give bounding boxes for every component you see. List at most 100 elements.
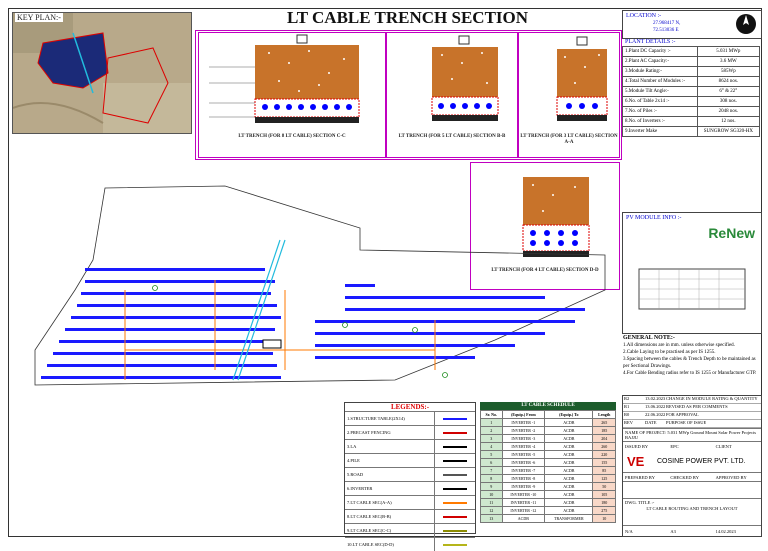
schedule-cell: 6: [480, 458, 503, 467]
section-a-a: LT TRENCH (FOR 3 LT CABLE) SECTION A-A: [518, 32, 620, 158]
schedule-cell: 275: [592, 506, 616, 515]
schedule-cell: INVERTER -12: [501, 506, 546, 515]
schedule-cell: ACDB: [544, 450, 594, 459]
legend-symbol: [434, 538, 475, 551]
plant-detail-key: 2.Plant AC Capacity:-: [622, 56, 698, 67]
schedule-cell: 10: [480, 490, 503, 499]
project-name: NAME OF PROJECT: 5.031 MWp Ground Mount …: [623, 428, 761, 441]
legend-symbol: [434, 482, 475, 495]
schedule-cell: 13: [480, 514, 503, 523]
cable-schedule: LT CABLE SCHEDULE Sr. No.(Equip.) From(E…: [480, 402, 616, 523]
plant-detail-value: 8624 nos.: [696, 76, 761, 87]
schedule-cell: INVERTER -3: [501, 434, 546, 443]
legend-symbol: [434, 426, 475, 439]
section-a-a-drawing: [556, 36, 608, 121]
site-layout-plan: [34, 185, 606, 386]
legend-row: 1.STRUCTURE TABLE(2X14): [345, 411, 475, 425]
company-name: COSINE POWER PVT. LTD.: [657, 457, 746, 465]
revision-desc: FOR APPROVAL: [666, 412, 699, 417]
legend-row: 6.INVERTER: [345, 481, 475, 495]
general-note-title: GENERAL NOTE:-: [623, 335, 675, 341]
legend-label: 6.INVERTER: [347, 486, 373, 491]
plant-detail-key: 1.Plant DC Capacity :-: [622, 46, 698, 57]
schedule-cell: 8: [480, 474, 503, 483]
section-d-d-label: LT TRENCH (FOR 4 LT CABLE) SECTION D-D: [491, 268, 599, 273]
section-c-c-label: LT TRENCH (FOR 8 LT CABLE) SECTION C-C: [238, 134, 346, 139]
revision-date: 13.02.2023: [645, 396, 666, 401]
schedule-cell: 3: [480, 434, 503, 443]
legend-symbol: [434, 454, 475, 467]
renew-logo: ReNew: [708, 225, 755, 241]
revision-date: 22.06.2022: [645, 412, 666, 417]
revision-rev: R0: [624, 412, 630, 417]
schedule-cell: 155: [592, 458, 616, 467]
key-plan-title: KEY PLAN:-: [15, 13, 63, 22]
schedule-cell: INVERTER -10: [501, 490, 546, 499]
revision-desc: PURPOSE OF ISSUE: [666, 420, 707, 425]
schedule-cell: 50: [592, 482, 616, 491]
plant-detail-value: 3.6 MW: [696, 56, 761, 67]
schedule-cell: 85: [592, 466, 616, 475]
schedule-cell: ACDB: [544, 474, 594, 483]
location-label: LOCATION :-: [626, 13, 662, 19]
revision-date: 13.06.2022: [645, 404, 666, 409]
key-plan-satellite-image: [13, 13, 191, 133]
location-lon: 72.513036 E: [653, 28, 679, 33]
schedule-cell: ACDB: [544, 442, 594, 451]
epc-label: EPC: [670, 443, 679, 449]
plant-detail-value: 2048 nos.: [696, 106, 761, 117]
plant-details-row: 5.Module Tilt Angle:-6° & 22°: [622, 86, 761, 97]
checked-by-label: CHECKED BY: [670, 474, 699, 480]
legend-symbol: [434, 524, 475, 537]
schedule-cell: ACDB: [544, 506, 594, 515]
schedule-cell: ACDB: [544, 490, 594, 499]
prepared-by-label: PREPARED BY: [625, 474, 655, 480]
schedule-cell: INVERTER -5: [501, 450, 546, 459]
schedule-cell: 10: [592, 514, 616, 523]
general-note-item: 2.Cable Laying to be practised as per IS…: [623, 350, 716, 355]
general-note-item: 3.Spacing between the cables & Trench De…: [623, 357, 756, 369]
schedule-cell: 204: [592, 434, 616, 443]
client-label: CLIENT: [715, 443, 732, 449]
legend-row: 8.LT CABLE SEC(B-B): [345, 509, 475, 523]
sheet-value: N/A: [625, 528, 633, 534]
general-note-item: 1.All dimensions are in mm. unless other…: [623, 343, 735, 348]
schedule-header: Length: [592, 410, 616, 419]
schedule-cell: ACDB: [544, 466, 594, 475]
legend-symbol: [434, 412, 475, 425]
legend-row: 9.LT CABLE SEC(C-C): [345, 523, 475, 537]
section-c-c: LT TRENCH (FOR 8 LT CABLE) SECTION C-C: [198, 32, 386, 158]
legend-row: 3.LA: [345, 439, 475, 453]
section-b-b-label: LT TRENCH (FOR 5 LT CABLE) SECTION B-B: [398, 134, 506, 139]
section-a-a-label: LT TRENCH (FOR 3 LT CABLE) SECTION A-A: [520, 134, 618, 145]
legend-label: 9.LT CABLE SEC(C-C): [347, 528, 392, 533]
schedule-header: (Equip.) From: [501, 410, 546, 419]
revision-desc: REVISED AS PER COMMENTS: [666, 404, 728, 409]
legend-symbol: [434, 496, 475, 509]
legend-label: 8.LT CABLE SEC(B-B): [347, 514, 392, 519]
plant-details-row: 7.No. of Piles :-2048 nos.: [622, 106, 761, 117]
dwg-title: LT CABLE ROUTING AND TRENCH LAYOUT: [646, 506, 738, 511]
revision-date: DATE: [645, 420, 657, 425]
plant-detail-key: 8.No. of Inverters :-: [622, 116, 698, 127]
structure-tables: [41, 268, 585, 379]
legend-symbol: [434, 440, 475, 453]
plant-details-row: 1.Plant DC Capacity :-5.031 MWp: [622, 46, 761, 57]
la-symbols: [152, 285, 448, 378]
legend-row: 10.LT CABLE SEC(D-D): [345, 537, 475, 551]
schedule-cell: 4: [480, 442, 503, 451]
